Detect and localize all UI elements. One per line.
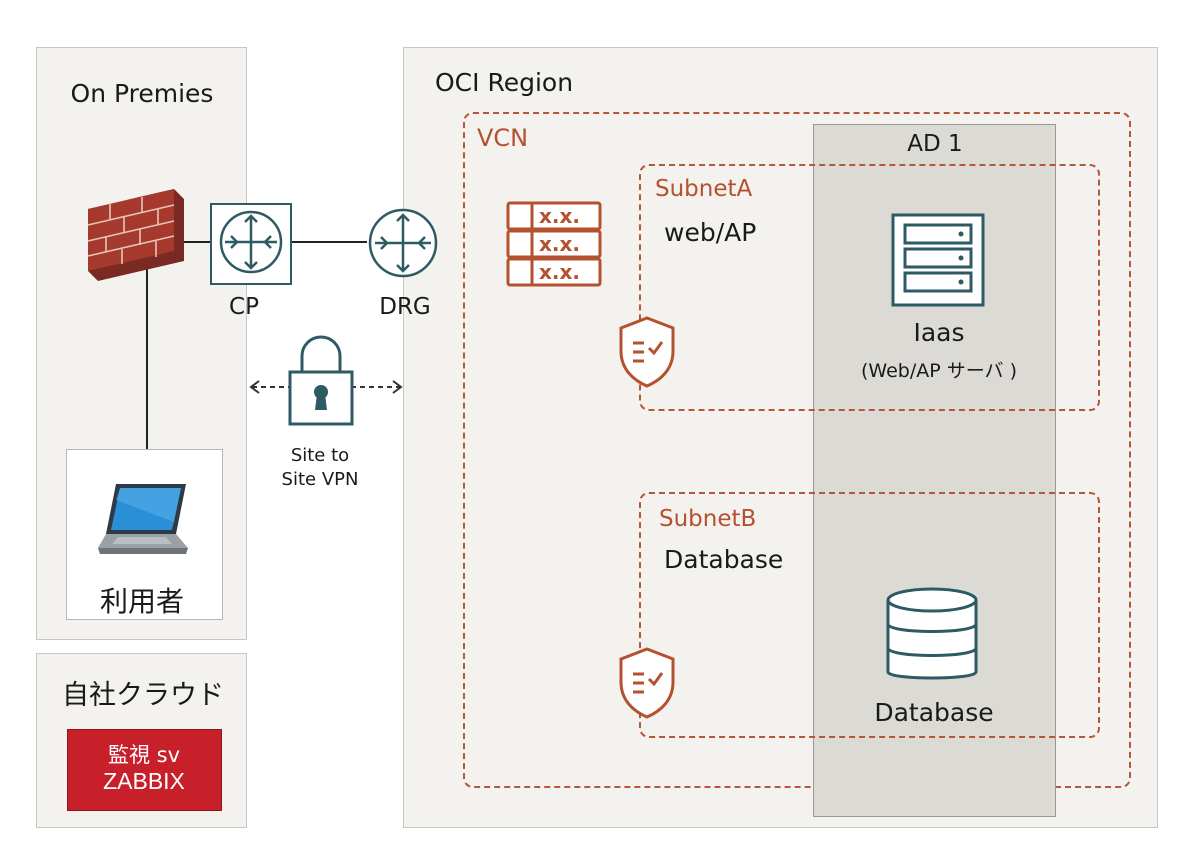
svg-text:x.x.: x.x.	[539, 204, 580, 228]
ad-label: AD 1	[907, 131, 963, 157]
svg-text:x.x.: x.x.	[539, 232, 580, 256]
drg-label: DRG	[379, 294, 431, 320]
vpn-arrow-right-icon	[392, 380, 403, 394]
drg-router-icon	[368, 208, 438, 278]
server-title: Iaas	[913, 318, 965, 347]
oci-region-title: OCI Region	[435, 68, 574, 97]
server-subtitle: (Web/AP サーバ )	[861, 360, 1017, 382]
user-label: 利用者	[99, 585, 185, 618]
lock-icon	[288, 335, 354, 426]
zabbix-badge	[67, 729, 222, 811]
zabbix-line2: ZABBIX	[103, 768, 185, 794]
subnet-b-box	[639, 492, 1100, 738]
subnet-b-name: SubnetB	[659, 506, 757, 532]
vcn-label: VCN	[477, 124, 529, 152]
server-icon	[891, 213, 985, 307]
firewall-icon	[87, 189, 184, 281]
subnet-a-desc: web/AP	[664, 218, 757, 247]
laptop-icon	[98, 484, 188, 554]
subnet-b-security-shield-icon	[619, 647, 675, 719]
on-premises-title: On Premies	[70, 79, 214, 108]
route-table-icon: x.x. x.x. x.x.	[506, 201, 602, 287]
cp-label: CP	[229, 294, 259, 320]
zabbix-line1: 監視 sv	[107, 743, 181, 767]
database-label: Database	[874, 698, 994, 727]
svg-text:x.x.: x.x.	[539, 260, 580, 284]
vpn-label-line2: Site VPN	[281, 469, 359, 490]
subnet-a-security-shield-icon	[619, 316, 675, 388]
database-icon	[886, 587, 978, 680]
cp-router-icon	[210, 203, 292, 285]
vpn-arrow-left-icon	[249, 380, 260, 394]
vcn-box	[463, 112, 1131, 788]
subnet-a-name: SubnetA	[655, 176, 753, 202]
subnet-a-box	[639, 164, 1100, 411]
vpn-label-line1: Site to	[290, 445, 350, 466]
own-cloud-title: 自社クラウド	[62, 680, 224, 711]
subnet-b-desc: Database	[664, 545, 784, 574]
